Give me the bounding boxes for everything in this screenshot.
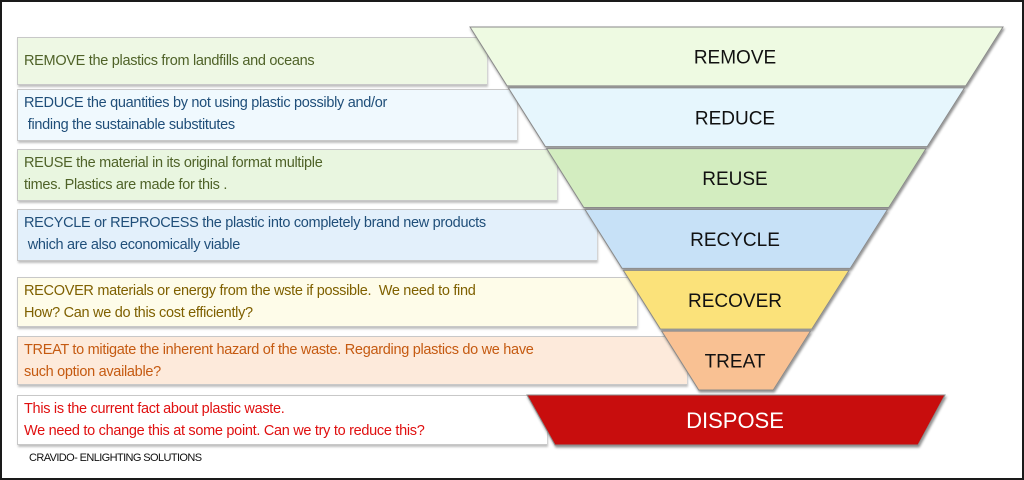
description-recycle-line1: RECYCLE or REPROCESS the plastic into co… xyxy=(24,215,486,231)
funnel-band-reuse xyxy=(545,148,927,208)
description-recover-line1: RECOVER materials or energy from the wst… xyxy=(24,283,476,299)
funnel-band-recover xyxy=(622,269,850,330)
funnel-label-treat: TREAT xyxy=(705,352,766,373)
description-recover-line2: How? Can we do this cost efficiently? xyxy=(24,305,253,321)
funnel-label-reuse: REUSE xyxy=(702,169,767,190)
description-dispose-line2: We need to change this at some point. Ca… xyxy=(24,423,425,439)
funnel-band-reduce xyxy=(507,87,966,148)
description-reuse: REUSE the material in its original forma… xyxy=(17,149,557,201)
footer-credit: CRAVIDO- ENLIGHTING SOLUTIONS xyxy=(29,452,202,464)
description-dispose: This is the current fact about plastic w… xyxy=(17,395,547,445)
description-treat: TREAT to mitigate the inherent hazard of… xyxy=(17,336,687,385)
funnel-label-recover: RECOVER xyxy=(688,291,782,312)
description-recover: RECOVER materials or energy from the wst… xyxy=(17,277,637,327)
funnel-label-remove: REMOVE xyxy=(694,47,776,68)
funnel-label-dispose: DISPOSE xyxy=(686,408,784,433)
description-treat-line1: TREAT to mitigate the inherent hazard of… xyxy=(24,342,534,358)
funnel-band-dispose xyxy=(526,394,946,446)
funnel-band-treat xyxy=(660,330,812,391)
description-reduce-line1: REDUCE the quantities by not using plast… xyxy=(24,95,388,111)
description-reduce: REDUCE the quantities by not using plast… xyxy=(17,89,517,141)
description-dispose-line1: This is the current fact about plastic w… xyxy=(24,401,285,417)
description-remove: REMOVE the plastics from landfills and o… xyxy=(17,37,487,85)
funnel-band-recycle xyxy=(584,209,889,269)
description-treat-line2: such option available? xyxy=(24,364,161,380)
funnel-label-recycle: RECYCLE xyxy=(690,230,780,251)
funnel-band-remove xyxy=(469,26,1004,87)
funnel-label-reduce: REDUCE xyxy=(695,108,775,129)
description-recycle: RECYCLE or REPROCESS the plastic into co… xyxy=(17,209,597,261)
description-reuse-line2: times. Plastics are made for this . xyxy=(24,177,228,193)
description-recycle-line2: which are also economically viable xyxy=(24,237,241,253)
description-reuse-line1: REUSE the material in its original forma… xyxy=(24,155,323,171)
description-remove-line1: REMOVE the plastics from landfills and o… xyxy=(24,53,315,69)
description-reduce-line2: finding the sustainable substitutes xyxy=(24,117,235,133)
